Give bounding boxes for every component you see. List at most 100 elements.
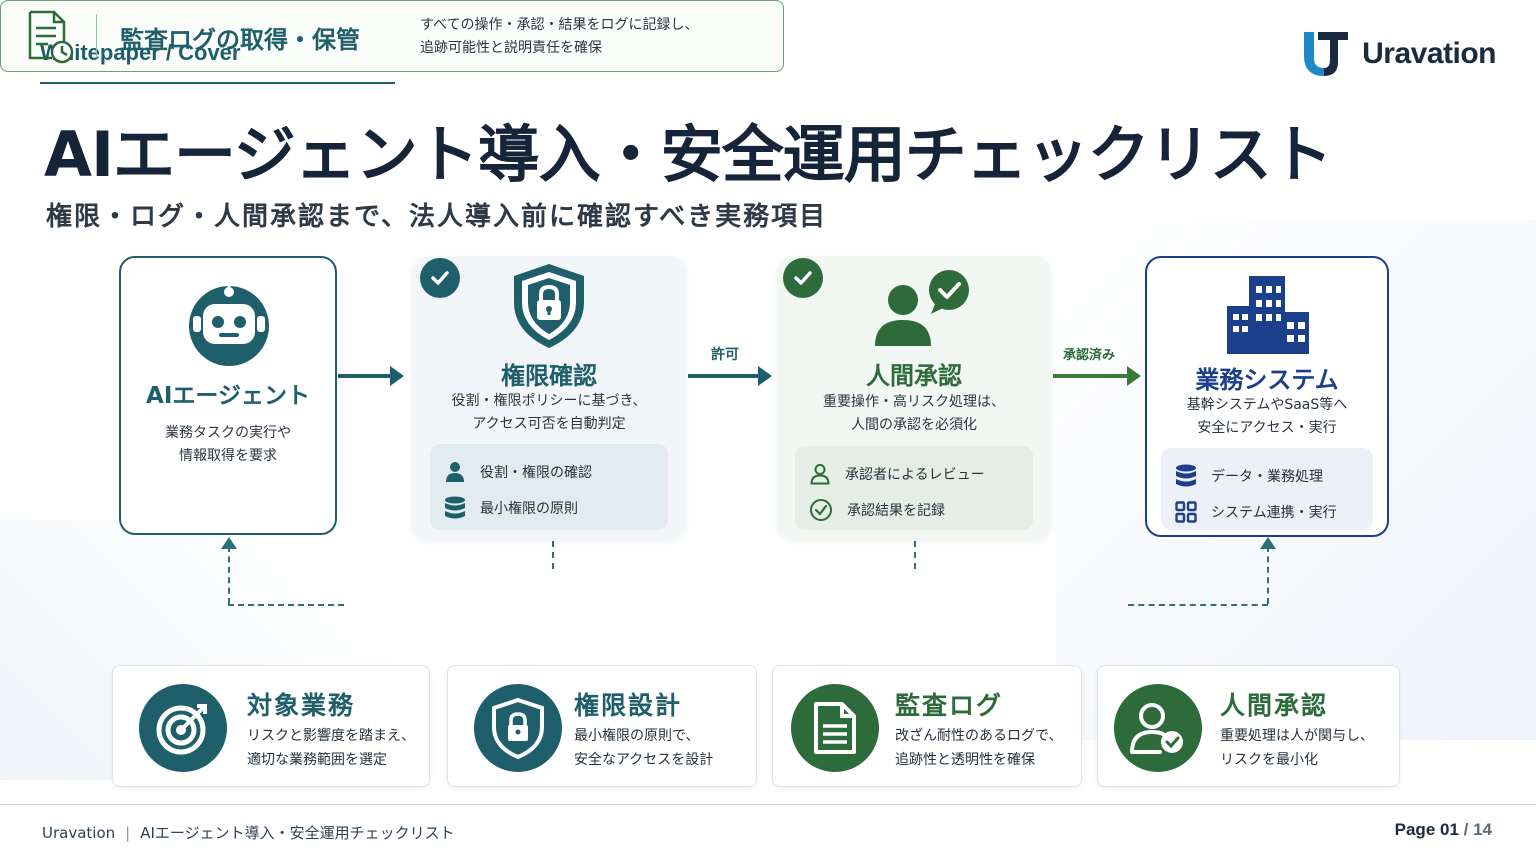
check-badge <box>783 258 823 298</box>
list-item: 役割・権限の確認 <box>444 454 654 490</box>
dashed-connector-permission <box>552 541 554 569</box>
summary-card-target: 対象業務 リスクと影響度を踏まえ、 適切な業務範囲を選定 <box>112 665 430 787</box>
summary-card-desc-line-1: 最小権限の原則で、 <box>574 728 700 744</box>
summary-card-desc: 重要処理は人が関与し、 リスクを最小化 <box>1220 724 1374 772</box>
robot-icon <box>189 286 269 366</box>
list-item-label: 役割・権限の確認 <box>480 465 592 481</box>
summary-card-title: 人間承認 <box>1220 691 1329 720</box>
page-title: AIエージェント導入・安全運用チェックリスト <box>44 118 1333 191</box>
list-item: 承認結果を記録 <box>809 492 1019 528</box>
arrow-up-icon <box>221 537 237 549</box>
system-desc: 基幹システムやSaaS等へ 安全にアクセス・実行 <box>1147 394 1387 440</box>
icon-circle <box>139 684 227 772</box>
logo-mark-icon <box>1304 32 1349 76</box>
breadcrumb: Whitepaper / Cover <box>40 40 241 65</box>
summary-card-desc: リスクと影響度を踏まえ、 適切な業務範囲を選定 <box>247 724 415 772</box>
approval-desc: 重要操作・高リスク処理は、 人間の承認を必須化 <box>777 391 1051 437</box>
flow-arrow-1 <box>338 366 404 386</box>
system-title: 業務システム <box>1195 366 1339 394</box>
database-icon <box>1176 464 1196 487</box>
agent-title: AIエージェント <box>146 383 310 409</box>
icon-circle <box>474 684 562 772</box>
approval-checklist: 承認者によるレビュー 承認結果を記録 <box>795 446 1033 530</box>
checkmark-icon <box>794 271 812 285</box>
grid-icon <box>1175 501 1197 523</box>
footer-brand: Uravation <box>42 824 116 842</box>
building-icon <box>1227 276 1309 354</box>
list-item: データ・業務処理 <box>1175 458 1359 494</box>
page-subtitle: 権限・ログ・人間承認まで、法人導入前に確認すべき実務項目 <box>46 202 828 232</box>
user-outline-icon <box>810 464 830 485</box>
audit-log-panel: 監査ログの取得・保管 すべての操作・承認・結果をログに記録し、 追跡可能性と説明… <box>0 0 784 72</box>
header-rule <box>40 82 395 84</box>
dashed-connector-right-vertical <box>1267 546 1269 604</box>
audit-divider <box>96 14 97 58</box>
list-item-label: データ・業務処理 <box>1211 469 1323 485</box>
icon-circle <box>791 684 879 772</box>
summary-card-desc-line-1: 重要処理は人が関与し、 <box>1220 728 1374 744</box>
log-document-icon <box>28 10 74 64</box>
list-item-label: 承認結果を記録 <box>847 503 945 519</box>
system-desc-line-2: 安全にアクセス・実行 <box>1197 420 1337 436</box>
permission-desc-line-1: 役割・権限ポリシーに基づき、 <box>451 393 647 409</box>
list-item: 承認者によるレビュー <box>809 456 1019 492</box>
dashed-connector-left-vertical <box>228 546 230 604</box>
flow-arrow-2 <box>688 366 772 386</box>
permission-desc-line-2: アクセス可否を自動判定 <box>472 416 626 432</box>
system-desc-line-1: 基幹システムやSaaS等へ <box>1186 397 1348 413</box>
list-item-label: 承認者によるレビュー <box>845 467 985 483</box>
permission-title: 権限確認 <box>501 362 597 390</box>
user-check-icon <box>1130 703 1183 754</box>
flow-card-system: 業務システム 基幹システムやSaaS等へ 安全にアクセス・実行 データ・業務処理… <box>1145 256 1389 537</box>
list-item-label: システム連携・実行 <box>1211 505 1337 521</box>
summary-card-permission: 権限設計 最小権限の原則で、 安全なアクセスを設計 <box>447 665 757 787</box>
summary-card-title: 監査ログ <box>895 691 1004 720</box>
flow-arrow-3 <box>1053 366 1141 386</box>
page-total: / 14 <box>1463 820 1492 839</box>
approval-desc-line-1: 重要操作・高リスク処理は、 <box>823 394 1005 410</box>
audit-desc-line-2: 追跡可能性と説明責任を確保 <box>420 40 602 56</box>
approval-desc-line-2: 人間の承認を必須化 <box>851 417 977 433</box>
summary-card-desc-line-2: リスクを最小化 <box>1220 752 1318 768</box>
agent-desc-line-2: 情報取得を要求 <box>179 448 277 464</box>
check-badge <box>420 258 460 298</box>
user-approval-icon <box>875 270 969 346</box>
summary-card-desc-line-2: 追跡性と透明性を確保 <box>895 752 1035 768</box>
footer-rule <box>0 804 1536 805</box>
flow-card-agent: AIエージェント 業務タスクの実行や 情報取得を要求 <box>119 256 337 535</box>
summary-card-desc-line-2: 適切な業務範囲を選定 <box>247 752 387 768</box>
icon-circle <box>1114 684 1202 772</box>
audit-title: 監査ログの取得・保管 <box>120 26 360 54</box>
dashed-connector-left-horizontal <box>228 604 344 606</box>
shield-lock-icon <box>492 697 544 759</box>
logo-text: Uravation <box>1362 37 1496 70</box>
target-icon <box>156 704 207 755</box>
checkmark-icon <box>431 271 449 285</box>
footer-doc-info: Uravation | AIエージェント導入・安全運用チェックリスト <box>42 822 455 843</box>
arrow-label-approved: 承認済み <box>1063 348 1116 363</box>
summary-card-title: 対象業務 <box>247 691 356 720</box>
summary-card-desc: 改ざん耐性のあるログで、 追跡性と透明性を確保 <box>895 724 1062 772</box>
summary-card-desc-line-1: リスクと影響度を踏まえ、 <box>247 728 415 744</box>
document-icon <box>814 702 856 754</box>
audit-desc: すべての操作・承認・結果をログに記録し、 追跡可能性と説明責任を確保 <box>420 14 698 60</box>
brand-logo: Uravation <box>1300 28 1496 80</box>
summary-card-desc-line-1: 改ざん耐性のあるログで、 <box>895 728 1063 744</box>
footer-separator: | <box>125 824 131 842</box>
agent-desc-line-1: 業務タスクの実行や <box>165 425 291 441</box>
list-item: 最小権限の原則 <box>444 490 654 526</box>
check-circle-icon <box>810 499 832 521</box>
list-item: システム連携・実行 <box>1175 494 1359 530</box>
flow-card-approval: 人間承認 重要操作・高リスク処理は、 人間の承認を必須化 承認者によるレビュー … <box>777 256 1051 540</box>
permission-desc: 役割・権限ポリシーに基づき、 アクセス可否を自動判定 <box>412 390 686 436</box>
arrow-label-permit: 許可 <box>711 347 739 363</box>
summary-card-approval: 人間承認 重要処理は人が関与し、 リスクを最小化 <box>1097 665 1400 787</box>
approval-title: 人間承認 <box>866 362 962 390</box>
flow-card-permission: 権限確認 役割・権限ポリシーに基づき、 アクセス可否を自動判定 役割・権限の確認… <box>412 256 686 540</box>
dashed-connector-right-horizontal <box>1128 604 1268 606</box>
summary-card-audit: 監査ログ 改ざん耐性のあるログで、 追跡性と透明性を確保 <box>772 665 1082 787</box>
user-icon <box>446 462 464 482</box>
footer-doc-title: AIエージェント導入・安全運用チェックリスト <box>140 824 455 842</box>
dashed-connector-approval <box>914 541 916 569</box>
arrow-up-icon <box>1260 537 1276 549</box>
